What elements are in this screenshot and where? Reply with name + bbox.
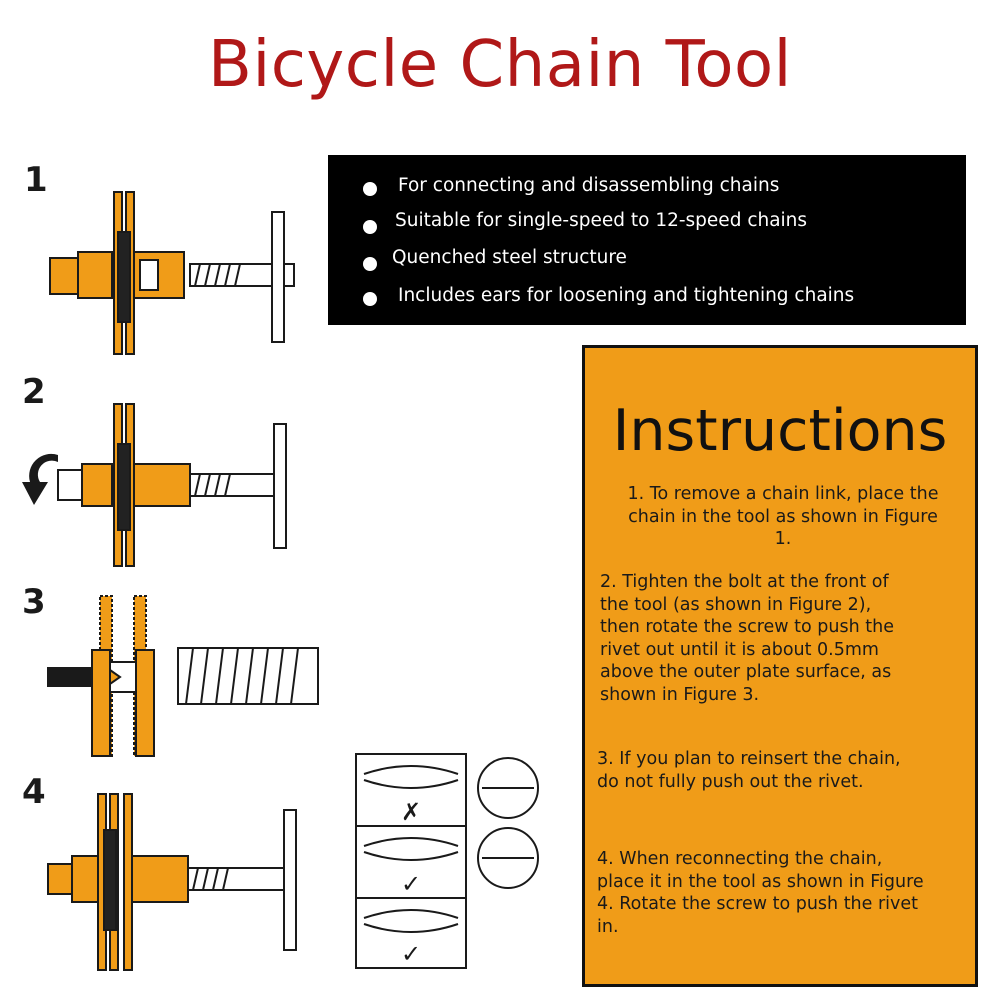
features-box: For connecting and disassembling chains … — [328, 155, 966, 325]
instructions-heading: Instructions — [612, 398, 948, 464]
figure-3-diagram — [47, 595, 319, 757]
figure-4-label: 4 — [22, 772, 46, 812]
step-4-text: 4. When reconnecting the chain, place it… — [597, 849, 924, 937]
check-mark: ✓ — [401, 940, 421, 968]
feature-item: For connecting and disassembling chains — [398, 175, 780, 196]
bullet-icon — [363, 182, 377, 196]
bullet-icon — [363, 257, 377, 271]
figure-2-label: 2 — [22, 372, 46, 412]
step-1-text: 1. To remove a chain link, place the cha… — [627, 484, 939, 549]
figure-1-diagram — [49, 191, 295, 355]
feature-item: Suitable for single-speed to 12-speed ch… — [395, 210, 808, 231]
step-3-text: 3. If you plan to reinsert the chain, do… — [597, 749, 901, 792]
rotate-arrow-icon — [22, 453, 58, 505]
feature-item: Quenched steel structure — [392, 247, 627, 268]
figure-1-label: 1 — [24, 160, 48, 200]
bullet-icon — [363, 292, 377, 306]
page-title: Bicycle Chain Tool — [208, 28, 792, 102]
figure-2-diagram — [22, 403, 287, 567]
rivet-inset-diagram: ✗ ✓ ✓ — [355, 753, 539, 969]
instructions-box: Instructions 1. To remove a chain link, … — [582, 345, 978, 987]
figure-4-diagram — [47, 793, 297, 971]
step-2-text: 2. Tighten the bolt at the front of the … — [600, 572, 894, 705]
bullet-icon — [363, 220, 377, 234]
feature-item: Includes ears for loosening and tighteni… — [398, 285, 855, 306]
check-mark: ✓ — [401, 870, 421, 898]
cross-mark: ✗ — [401, 798, 421, 826]
figure-3-label: 3 — [22, 582, 46, 622]
